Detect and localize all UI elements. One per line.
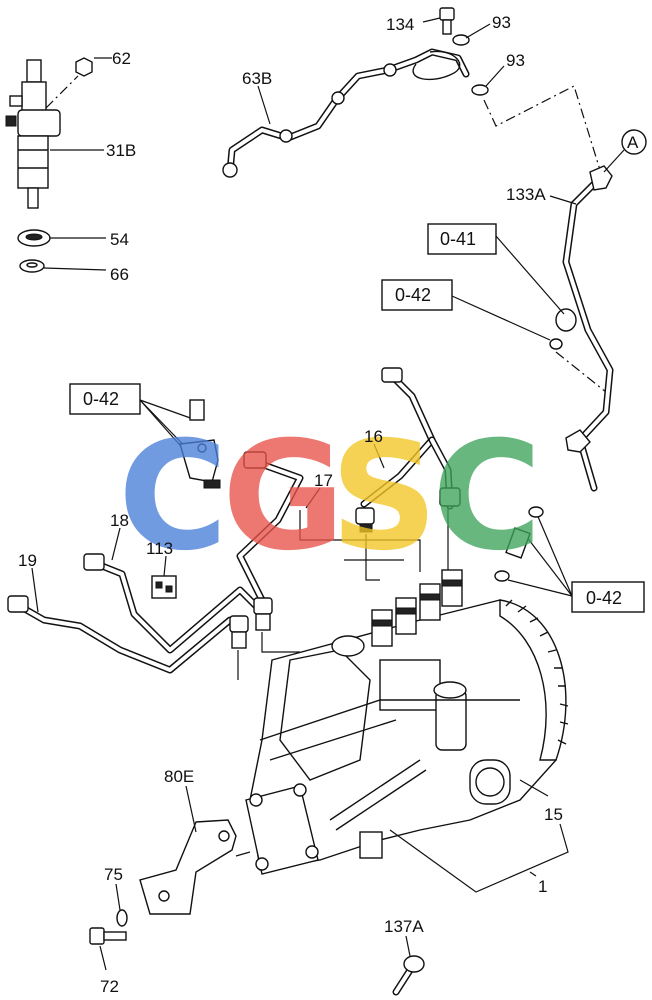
label-1: 1	[538, 877, 547, 896]
callout-A: A	[603, 129, 647, 173]
ref-0-41-label: 0-41	[440, 229, 476, 249]
label-18: 18	[110, 511, 129, 530]
bracket-80E[interactable]	[139, 819, 237, 915]
label-19: 19	[18, 551, 37, 570]
washer-54[interactable]	[17, 229, 51, 247]
bolt-72[interactable]	[89, 927, 127, 945]
injection-pipe-17[interactable]	[236, 451, 304, 604]
label-63B: 63B	[242, 69, 272, 88]
delivery-valves[interactable]	[371, 569, 463, 647]
ref-box-0-42-right[interactable]: 0-42	[507, 511, 645, 613]
ref-0-42-upper-label: 0-42	[395, 285, 431, 305]
label-31B: 31B	[106, 141, 136, 160]
ref-0-42-right-label: 0-42	[586, 588, 622, 608]
label-54: 54	[110, 230, 129, 249]
label-93-lower: 93	[506, 51, 525, 70]
washer-66[interactable]	[19, 259, 45, 273]
injection-pump-body[interactable]	[245, 599, 561, 875]
washer-75[interactable]	[116, 909, 128, 927]
label-137A: 137A	[384, 917, 424, 936]
label-66: 66	[110, 265, 129, 284]
ref-box-0-42-upper[interactable]: 0-42	[381, 279, 551, 341]
label-62: 62	[112, 49, 131, 68]
bleeder-bracket[interactable]	[179, 399, 221, 489]
label-72: 72	[100, 977, 119, 996]
washer-93-lower[interactable]	[471, 84, 489, 96]
ref-box-0-41[interactable]: 0-41	[427, 223, 565, 315]
ref-box-0-42-left[interactable]: 0-42	[69, 383, 201, 463]
label-93-upper: 93	[492, 13, 511, 32]
fuel-pipe-133A[interactable]	[549, 165, 614, 492]
injection-pipe-19[interactable]	[7, 595, 249, 674]
injection-pipe-18[interactable]	[83, 553, 273, 654]
watermark: C G S C	[118, 410, 542, 584]
label-134: 134	[386, 15, 414, 34]
label-80E: 80E	[164, 767, 194, 786]
label-15: 15	[544, 805, 563, 824]
gear-15[interactable]	[499, 599, 569, 761]
callout-A-label: A	[627, 133, 639, 152]
return-pipe-63B[interactable]	[222, 48, 470, 178]
injection-pipe-16[interactable]	[355, 367, 461, 533]
label-113: 113	[146, 539, 173, 558]
label-17: 17	[314, 471, 333, 490]
bleeder-fitting-right[interactable]	[494, 506, 544, 582]
washer-93-upper[interactable]	[452, 34, 470, 46]
label-133A: 133A	[506, 185, 546, 204]
watermark-letter-c2: C	[432, 410, 542, 584]
watermark-letter-g: G	[222, 410, 345, 584]
label-75: 75	[104, 865, 123, 884]
injector-nozzle-assembly[interactable]	[5, 59, 61, 209]
banjo-bolt-134[interactable]	[439, 7, 455, 35]
ref-0-42-left-label: 0-42	[83, 389, 119, 409]
nut-62[interactable]	[75, 57, 93, 77]
clamp-113[interactable]	[151, 575, 177, 599]
banjo-fitting-137A[interactable]	[392, 955, 425, 996]
watermark-letter-c1: C	[118, 410, 228, 584]
watermark-letter-s: S	[330, 410, 438, 584]
label-16: 16	[364, 427, 383, 446]
